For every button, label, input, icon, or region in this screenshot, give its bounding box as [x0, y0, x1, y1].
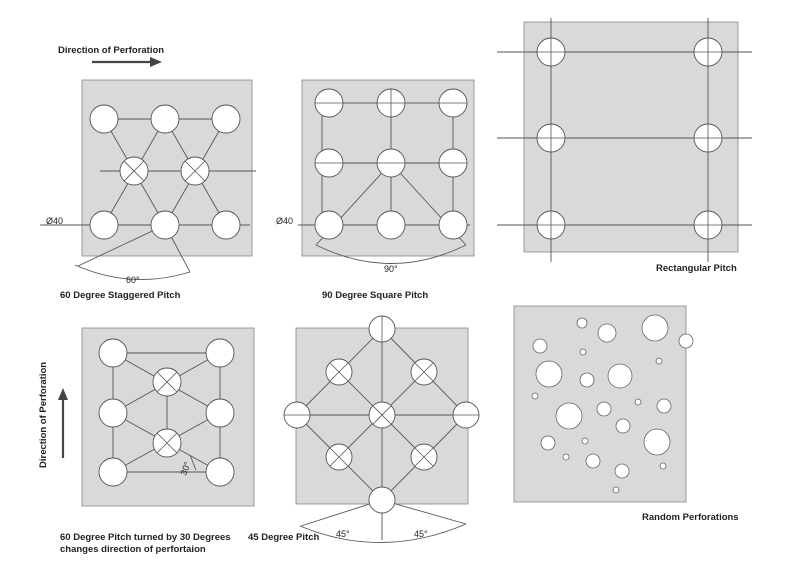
angle-label-45-right: 45° — [414, 529, 428, 539]
caption-turned-line1: 60 Degree Pitch turned by 30 Degrees — [60, 532, 231, 543]
angle-label-square: 90° — [384, 264, 398, 274]
panel-staggered-pitch: Ø40 60° 60 Degree Staggered Pitch — [40, 79, 256, 301]
panel-rectangular-pitch: Rectangular Pitch — [497, 18, 752, 274]
caption-staggered: 60 Degree Staggered Pitch — [60, 290, 181, 301]
direction-label-top: Direction of Perforation — [58, 45, 164, 56]
caption-square: 90 Degree Square Pitch — [322, 290, 428, 301]
angle-label-45-left: 45° — [336, 529, 350, 539]
panel-random-perforations: Random Perforations — [513, 305, 739, 523]
diameter-label-square: Ø40 — [276, 216, 293, 226]
diameter-label-staggered: Ø40 — [46, 216, 63, 226]
caption-45: 45 Degree Pitch — [248, 532, 319, 543]
panel-turned-pitch: 30° 60 Degree Pitch turned by 30 Degrees… — [60, 327, 255, 555]
panel-45-degree-pitch: 45° 45° 45 Degree Pitch — [248, 315, 480, 543]
direction-arrow-side: Direction of Perforation — [38, 362, 68, 468]
direction-label-side: Direction of Perforation — [38, 362, 49, 468]
angle-label-turned: 30° — [178, 460, 192, 477]
angle-label-staggered: 60° — [126, 275, 140, 285]
caption-turned-line2: changes direction of perfortaion — [60, 544, 206, 555]
caption-random: Random Perforations — [642, 512, 739, 523]
caption-rectangular: Rectangular Pitch — [656, 263, 737, 274]
hole-group-random — [531, 314, 694, 494]
panel-square-pitch: Ø40 90° 90 Degree Square Pitch — [276, 79, 475, 301]
direction-arrow-top: Direction of Perforation — [58, 45, 164, 67]
